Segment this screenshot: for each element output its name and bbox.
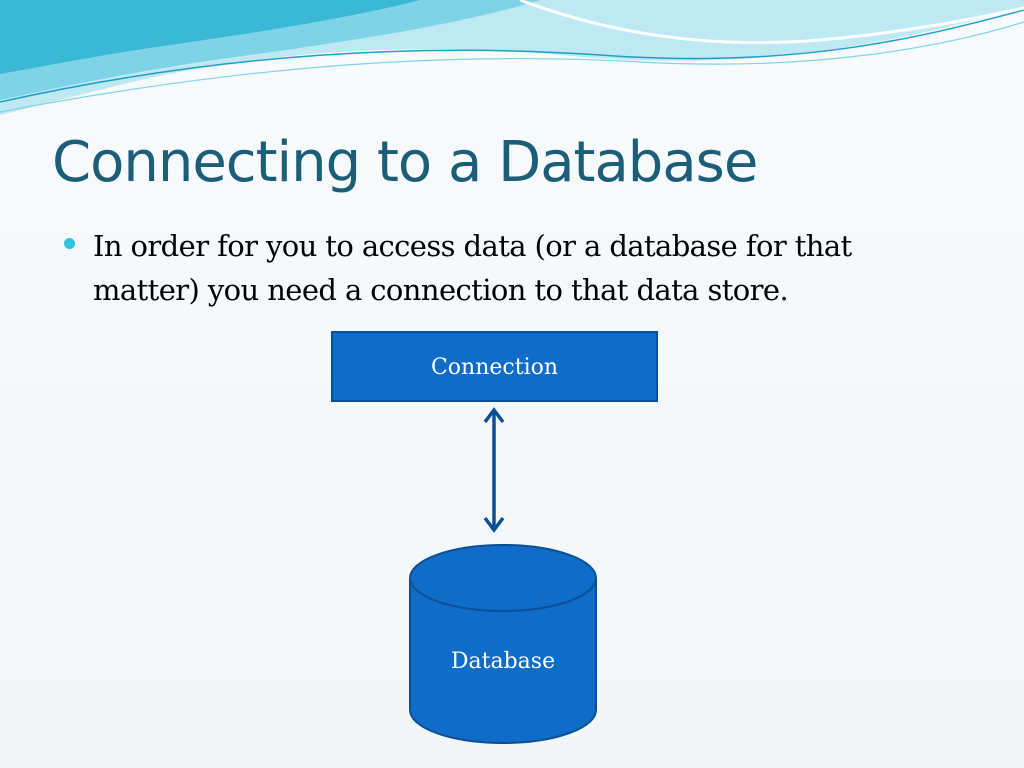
bullet-item: In order for you to access data (or a da… [64,224,964,312]
bullet-dot-icon [64,238,75,249]
connection-node: Connection [331,331,658,402]
database-node: Database [409,544,597,744]
slide-title: Connecting to a Database [52,130,758,195]
header-wave-decoration [0,0,1024,115]
connection-label: Connection [431,355,558,380]
bidirectional-arrow [483,407,505,533]
database-label: Database [451,649,555,674]
bullet-text: In order for you to access data (or a da… [93,229,852,307]
